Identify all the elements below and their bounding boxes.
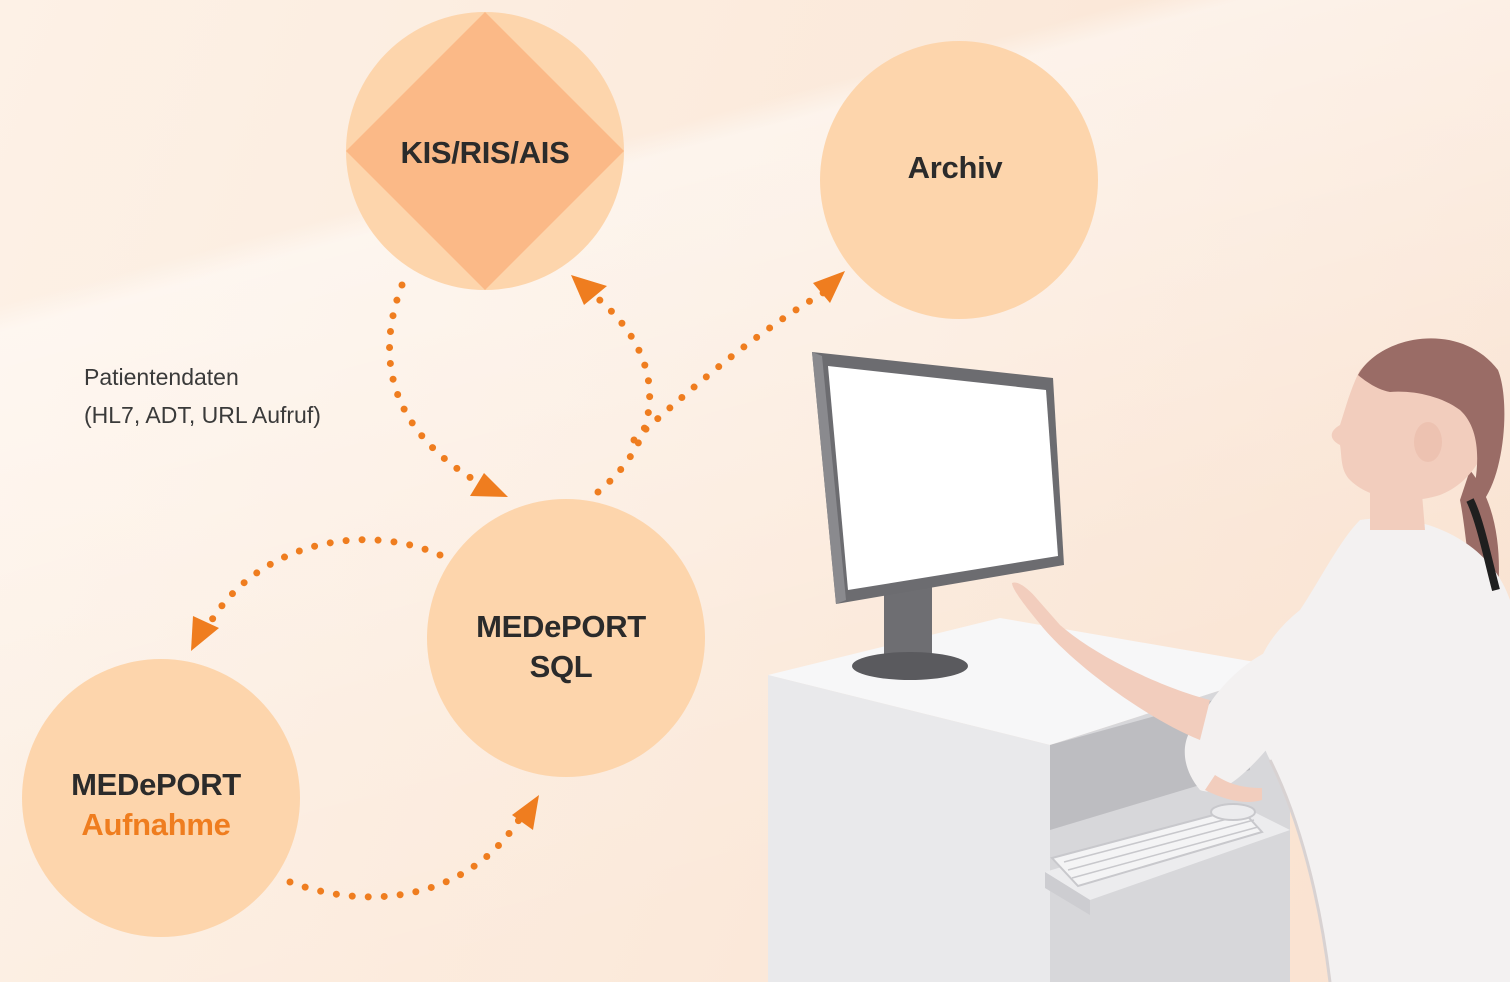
edge-label-patientendaten: Patientendaten (HL7, ADT, URL Aufruf) xyxy=(84,358,321,434)
node-sql[interactable] xyxy=(427,499,705,777)
arrowhead-sql-to-kis xyxy=(571,275,607,305)
arrow-aufnahme-to-sql xyxy=(286,811,526,901)
aufnahme-label-line1: MEDePORT xyxy=(71,767,241,802)
aufnahme-label-line2: Aufnahme xyxy=(81,807,231,842)
node-aufnahme[interactable] xyxy=(22,659,300,937)
arrow-sql-to-archiv xyxy=(630,286,832,444)
sql-label-line1: MEDePORT xyxy=(476,609,646,644)
arrowhead-aufnahme-to-sql xyxy=(512,795,539,830)
woman-at-computer-workstation-icon xyxy=(768,338,1510,982)
archiv-label-text: Archiv xyxy=(907,150,1003,185)
node-archiv[interactable] xyxy=(820,41,1098,319)
arrow-sql-to-aufnahme xyxy=(201,536,444,636)
arrowhead-sql-to-aufnahme xyxy=(191,616,219,651)
edge-label-line1: Patientendaten xyxy=(84,364,239,390)
arrowhead-sql-to-archiv xyxy=(813,271,845,303)
arrow-kis-to-sql xyxy=(386,281,492,492)
node-archiv-label: Archiv xyxy=(855,148,1055,188)
kis-label-text: KIS/RIS/AIS xyxy=(400,135,570,170)
node-kis[interactable] xyxy=(346,12,624,290)
edge-label-line2: (HL7, ADT, URL Aufruf) xyxy=(84,402,321,428)
node-kis-label: KIS/RIS/AIS xyxy=(385,133,585,173)
arrowhead-kis-to-sql xyxy=(470,473,508,497)
node-aufnahme-label: MEDePORT Aufnahme xyxy=(56,765,256,845)
node-sql-label: MEDePORT SQL xyxy=(461,607,661,687)
arrow-sql-to-kis xyxy=(586,288,654,496)
sql-label-line2: SQL xyxy=(529,649,593,684)
